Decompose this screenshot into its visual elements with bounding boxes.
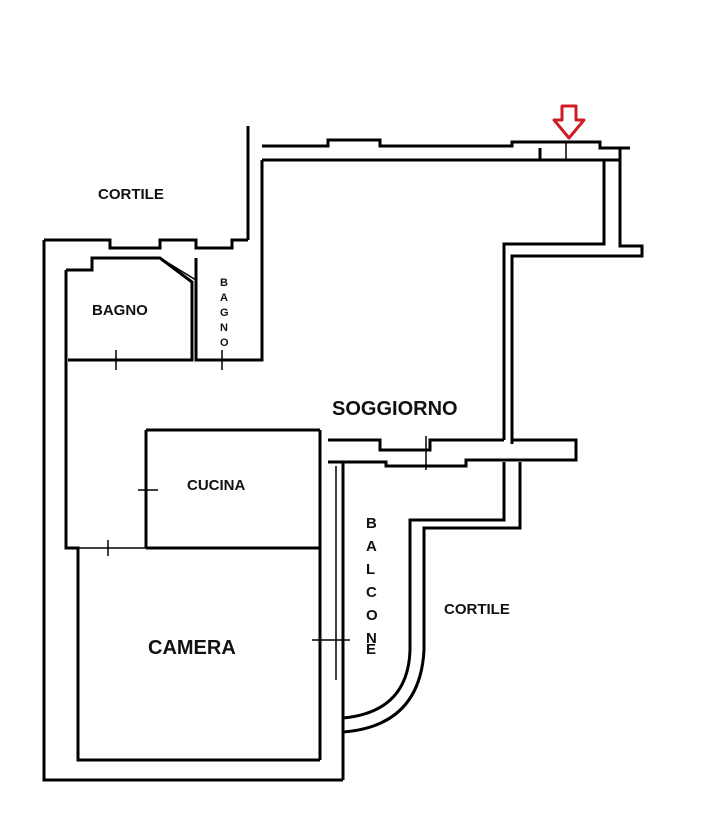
balcone-letter: A (366, 538, 377, 555)
entrance-marker (552, 104, 586, 140)
balcone-letter: E (366, 641, 376, 658)
outer-walls (42, 126, 644, 782)
label-balcone-vertical: B A L C O N E (366, 515, 378, 658)
label-cortile-right: CORTILE (444, 601, 510, 618)
openings (107, 142, 567, 680)
bagno-letter: G (220, 307, 229, 319)
bagno-letter: O (220, 337, 229, 349)
bagno-letter: A (220, 292, 228, 304)
balcone-letter: L (366, 561, 375, 578)
cucina-walls (78, 428, 320, 550)
label-camera: CAMERA (148, 637, 236, 659)
bagno-letter: N (220, 322, 228, 334)
down-arrow-icon (552, 104, 586, 140)
balcone-letter: B (366, 515, 377, 532)
label-bagno: BAGNO (92, 302, 148, 319)
balcone-letter: C (366, 584, 377, 601)
label-soggiorno: SOGGIORNO (332, 398, 458, 420)
label-bagno-vertical: B A G N O (220, 277, 229, 349)
label-cortile-top: CORTILE (98, 186, 164, 203)
label-cucina: CUCINA (187, 477, 245, 494)
balcone-letter: N (366, 630, 377, 647)
bagno-walls (66, 256, 264, 362)
bagno-letter: B (220, 277, 228, 289)
balcone-letter: O (366, 607, 378, 624)
